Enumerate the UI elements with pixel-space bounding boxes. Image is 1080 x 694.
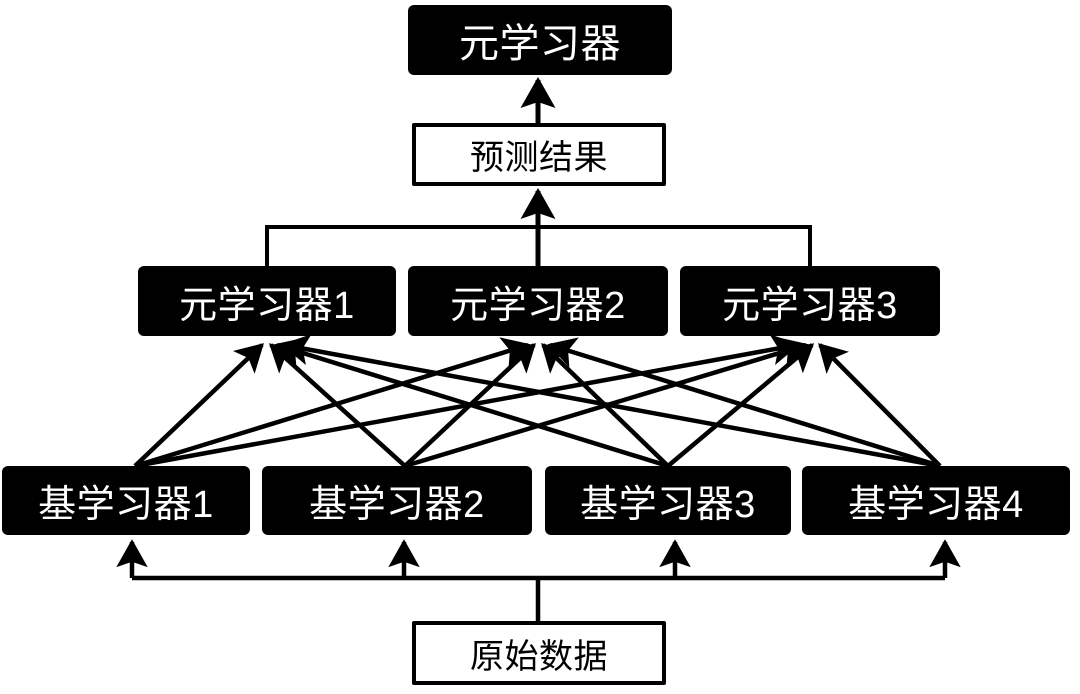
node-meta-learner-top[interactable]: 元学习器 xyxy=(408,5,672,75)
node-label: 基学习器1 xyxy=(38,484,214,526)
node-meta-learner-2[interactable]: 元学习器2 xyxy=(408,266,668,336)
node-base-learner-3[interactable]: 基学习器3 xyxy=(545,466,791,535)
edge-base3-to-metas xyxy=(274,337,815,469)
node-label: 元学习器 xyxy=(459,22,621,66)
node-base-learner-4[interactable]: 基学习器4 xyxy=(802,466,1070,535)
edge-rawdata-to-bases xyxy=(116,539,961,621)
node-meta-learner-3[interactable]: 元学习器3 xyxy=(680,266,940,336)
node-label: 基学习器4 xyxy=(848,484,1024,526)
edge-bus-meta-to-prediction xyxy=(265,187,812,266)
node-label: 元学习器1 xyxy=(179,284,355,327)
node-label: 基学习器3 xyxy=(580,484,756,526)
edge-base1-to-metas xyxy=(133,334,800,469)
node-raw-data[interactable]: 原始数据 xyxy=(412,621,666,685)
node-meta-learner-1[interactable]: 元学习器1 xyxy=(138,266,396,336)
node-label: 预测结果 xyxy=(470,139,608,177)
node-label: 元学习器3 xyxy=(722,284,898,327)
node-label: 原始数据 xyxy=(470,637,608,676)
edge-base2-to-metas xyxy=(268,337,809,469)
node-base-learner-2[interactable]: 基学习器2 xyxy=(262,466,532,535)
edge-base4-to-metas xyxy=(281,334,942,469)
node-base-learner-1[interactable]: 基学习器1 xyxy=(2,466,250,535)
node-label: 元学习器2 xyxy=(450,284,626,327)
node-prediction-result[interactable]: 预测结果 xyxy=(412,123,666,186)
node-label: 基学习器2 xyxy=(309,484,485,526)
